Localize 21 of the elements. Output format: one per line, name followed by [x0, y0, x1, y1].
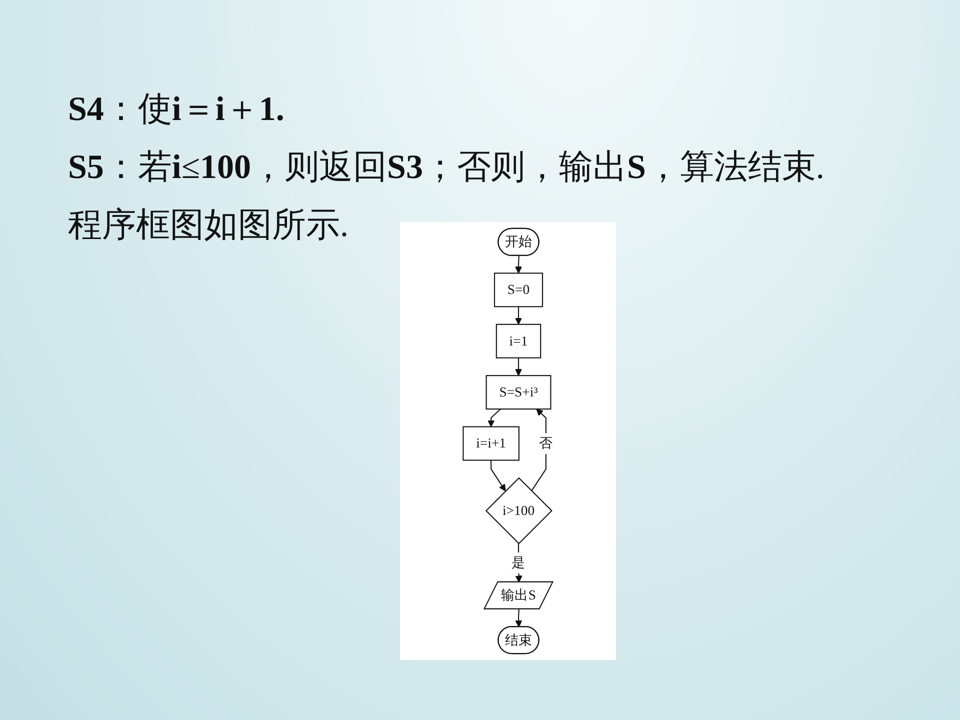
terminal-shape: 结束: [498, 626, 540, 654]
note-text: 程序框图如图所示.: [68, 206, 348, 246]
edge-label: 是: [512, 554, 526, 570]
edge-label: 否: [539, 436, 553, 451]
process-box: i=1: [496, 324, 542, 358]
decision-diamond: i>100: [485, 477, 552, 544]
process-box: S=S+i³: [486, 375, 552, 410]
process-box: S=0: [494, 272, 544, 308]
process-box: i=i+1: [462, 426, 520, 461]
terminal-shape: 开始: [498, 228, 540, 256]
arrow: [514, 306, 522, 325]
arrow: [515, 609, 522, 628]
arrow: [531, 408, 546, 492]
arrow: [488, 408, 501, 428]
arrow: [490, 460, 506, 492]
flowchart-panel: 是 否 开始 S=0 i=1 S=S+i³ i=i+1 i>100 输出S 结束: [400, 222, 616, 660]
arrow: [514, 256, 522, 274]
algorithm-step: S5：若i≤100，则返回S3；否则，输出S，算法结束.: [68, 139, 824, 197]
algorithm-step: S4：使i＝i＋1.: [68, 81, 284, 139]
io-parallelogram: 输出S: [483, 581, 554, 610]
arrow: [514, 358, 522, 376]
